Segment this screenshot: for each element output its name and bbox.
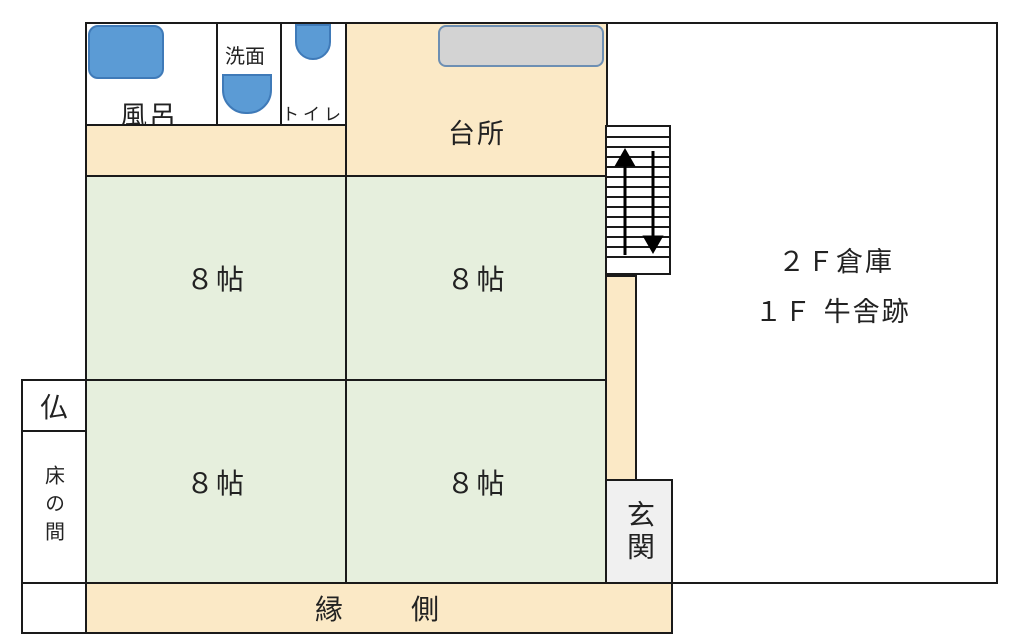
room-tatami-bottom-left: ８帖 [85,379,347,584]
room-label-altar: 仏 [39,390,68,424]
storage-label-line2: １Ｆ 牛舎跡 [755,297,911,328]
room-label-tatami-top-left: ８帖 [185,263,246,296]
room-label-kitchen: 台所 [448,119,506,150]
staircase [605,125,671,275]
bathtub-icon [88,25,164,79]
kitchen-sink-icon [438,25,604,67]
room-entrance: 玄関 [605,479,673,584]
room-label-alcove: 床の間 [41,465,66,549]
room-tatami-top-right: ８帖 [345,175,608,381]
hallway-east [605,275,637,481]
storage-label-line1: ２Ｆ倉庫 [778,247,894,278]
room-alcove: 床の間 [21,430,87,584]
room-tatami-bottom-right: ８帖 [345,379,608,584]
room-label-tatami-top-right: ８帖 [446,263,507,296]
room-label-veranda: 縁 側 [314,593,443,626]
room-label-toilet: トイレ [282,105,345,125]
hallway-north [85,124,347,177]
room-label-washroom: 洗面 [225,44,265,68]
washbasin-icon [222,74,272,114]
room-altar: 仏 [21,379,87,432]
staircase-icon [607,136,669,258]
toilet-icon [295,24,331,60]
room-label-tatami-bottom-right: ８帖 [446,466,507,500]
room-veranda: 縁 側 [85,582,673,634]
veranda-left-end [21,582,87,634]
room-label-entrance: 玄関 [623,499,656,564]
room-tatami-top-left: ８帖 [85,175,347,381]
room-label-tatami-bottom-left: ８帖 [185,466,246,500]
